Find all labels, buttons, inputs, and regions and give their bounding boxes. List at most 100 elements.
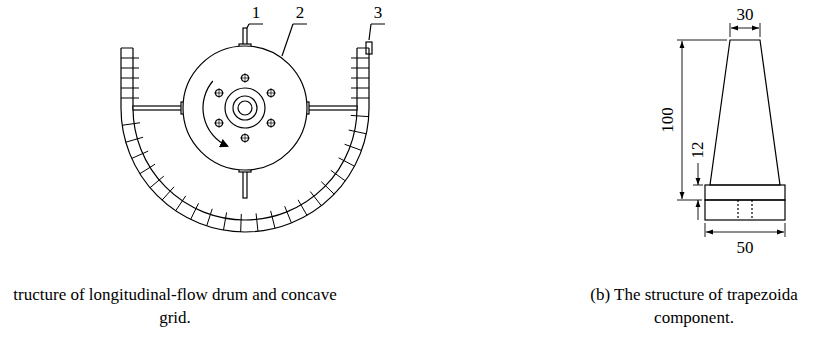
bolt bbox=[214, 88, 224, 98]
drum-circle bbox=[183, 46, 307, 170]
extension-line bbox=[730, 23, 760, 37]
grid-bar bbox=[126, 139, 138, 142]
dimension-line bbox=[731, 28, 759, 29]
grid-bar bbox=[310, 192, 314, 197]
grid-bar bbox=[357, 58, 369, 59]
bolt bbox=[214, 118, 224, 128]
rasp-bar bbox=[307, 106, 357, 110]
grid-bar bbox=[256, 213, 258, 219]
bolt-cross bbox=[240, 133, 250, 143]
grid-bar bbox=[339, 158, 344, 161]
grid-bar bbox=[336, 174, 346, 181]
grid-bar bbox=[121, 78, 133, 79]
grid-bar bbox=[210, 209, 212, 215]
grid-bar bbox=[357, 88, 369, 89]
hub-ring bbox=[225, 88, 265, 128]
trapezoid-figure bbox=[677, 23, 785, 237]
grid-bar bbox=[257, 219, 258, 231]
callout-number: 1 bbox=[252, 4, 261, 23]
grid-bar bbox=[285, 206, 287, 212]
dimension-line bbox=[698, 163, 699, 185]
bolt bbox=[240, 133, 250, 143]
grid-bar bbox=[143, 151, 148, 153]
grid-bar bbox=[182, 196, 185, 201]
bolt-cross bbox=[266, 88, 276, 98]
leader-line bbox=[282, 24, 307, 56]
grid-bar bbox=[134, 122, 140, 124]
grid-bar bbox=[344, 161, 355, 167]
grid-bar bbox=[357, 115, 369, 117]
grid-bar bbox=[357, 68, 369, 69]
grid-bar bbox=[314, 196, 321, 205]
bolt bbox=[240, 73, 250, 83]
extension-line bbox=[705, 223, 785, 237]
grid-bar bbox=[150, 164, 155, 167]
grid-bar bbox=[207, 215, 211, 226]
base-plate bbox=[705, 185, 785, 200]
grid-bar bbox=[137, 137, 143, 139]
concave-grid-outer bbox=[121, 48, 369, 232]
grid-bar bbox=[191, 209, 196, 220]
rasp-bar bbox=[243, 28, 247, 46]
grid-bar bbox=[271, 211, 272, 217]
grid-bar bbox=[122, 124, 134, 126]
dimension-label: 12 bbox=[689, 142, 708, 159]
bolt-holes bbox=[214, 73, 276, 143]
grid-bar bbox=[133, 68, 139, 69]
grid-bar bbox=[133, 78, 139, 79]
bolt bbox=[266, 118, 276, 128]
drum-figure bbox=[121, 24, 385, 232]
bolt bbox=[266, 88, 276, 98]
bolt-cross bbox=[240, 73, 250, 83]
rotation-arrow bbox=[203, 81, 227, 146]
figure-caption: (b) The structure of trapezoida componen… bbox=[572, 284, 816, 330]
grid-bar bbox=[351, 98, 357, 99]
bolt-cross bbox=[266, 118, 276, 128]
grid-bar bbox=[351, 78, 357, 79]
grid-bar bbox=[241, 214, 242, 220]
bolt-cross bbox=[214, 118, 224, 128]
grid-bar bbox=[133, 88, 139, 89]
grid-bar bbox=[351, 58, 357, 59]
grid-bar bbox=[351, 88, 357, 89]
leader-line bbox=[369, 24, 385, 40]
grid-bar bbox=[240, 220, 241, 232]
dimension-line bbox=[698, 200, 699, 220]
rasp-bar bbox=[243, 170, 247, 198]
grid-bar bbox=[121, 68, 133, 69]
grid-bar bbox=[121, 98, 133, 99]
grid-bar bbox=[176, 201, 183, 211]
grid-bar bbox=[357, 98, 369, 99]
grid-bar bbox=[150, 180, 159, 188]
dimension-label: 30 bbox=[737, 6, 754, 25]
dimension-label: 50 bbox=[737, 239, 754, 258]
grid-bar bbox=[196, 203, 199, 208]
callout-number: 2 bbox=[296, 4, 305, 23]
grid-bar bbox=[351, 68, 357, 69]
grid-bar bbox=[298, 200, 301, 205]
grid-bar bbox=[357, 78, 369, 79]
grid-bar bbox=[121, 58, 133, 59]
bolt-cross bbox=[214, 88, 224, 98]
concave-grid-inner bbox=[133, 48, 357, 220]
grid-bar bbox=[133, 58, 139, 59]
extension-line bbox=[677, 40, 727, 200]
grid-bar bbox=[226, 212, 227, 218]
hub-ring bbox=[233, 96, 257, 120]
grid-bar bbox=[132, 154, 143, 159]
base-flange bbox=[705, 200, 785, 220]
grid-bar bbox=[272, 217, 275, 229]
dimension-label: 100 bbox=[659, 107, 678, 133]
grid-bar bbox=[350, 146, 361, 150]
grid-bar bbox=[326, 186, 335, 194]
grid-bar bbox=[351, 115, 357, 116]
grid-bar bbox=[133, 98, 139, 99]
dimension-line bbox=[682, 41, 683, 199]
grid-bar bbox=[287, 212, 291, 223]
grid-bar bbox=[349, 130, 355, 131]
grid-bar bbox=[345, 144, 351, 146]
grid-bar bbox=[170, 187, 174, 191]
figure-caption: tructure of longitudinal-flow drum and c… bbox=[10, 284, 340, 330]
trapezoid-body bbox=[710, 40, 780, 185]
